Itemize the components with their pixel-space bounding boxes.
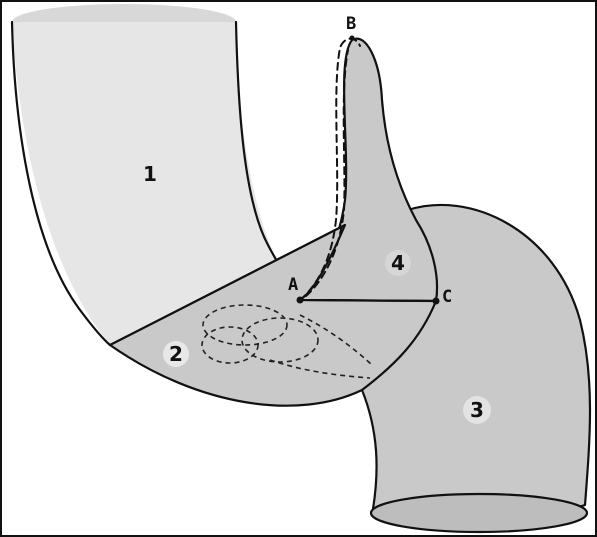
region-label-3: 3 xyxy=(470,398,484,422)
point-label-c: C xyxy=(442,287,452,307)
point-c xyxy=(433,298,440,305)
point-a xyxy=(297,297,304,304)
point-label-a: A xyxy=(288,275,298,295)
region-label-1: 1 xyxy=(143,162,157,186)
point-b xyxy=(350,36,355,41)
region-label-2: 2 xyxy=(169,342,183,366)
point-label-b: B xyxy=(346,14,356,34)
region-label-4: 4 xyxy=(391,251,405,275)
line-a-c xyxy=(300,300,436,301)
tube-3-opening xyxy=(371,494,587,532)
